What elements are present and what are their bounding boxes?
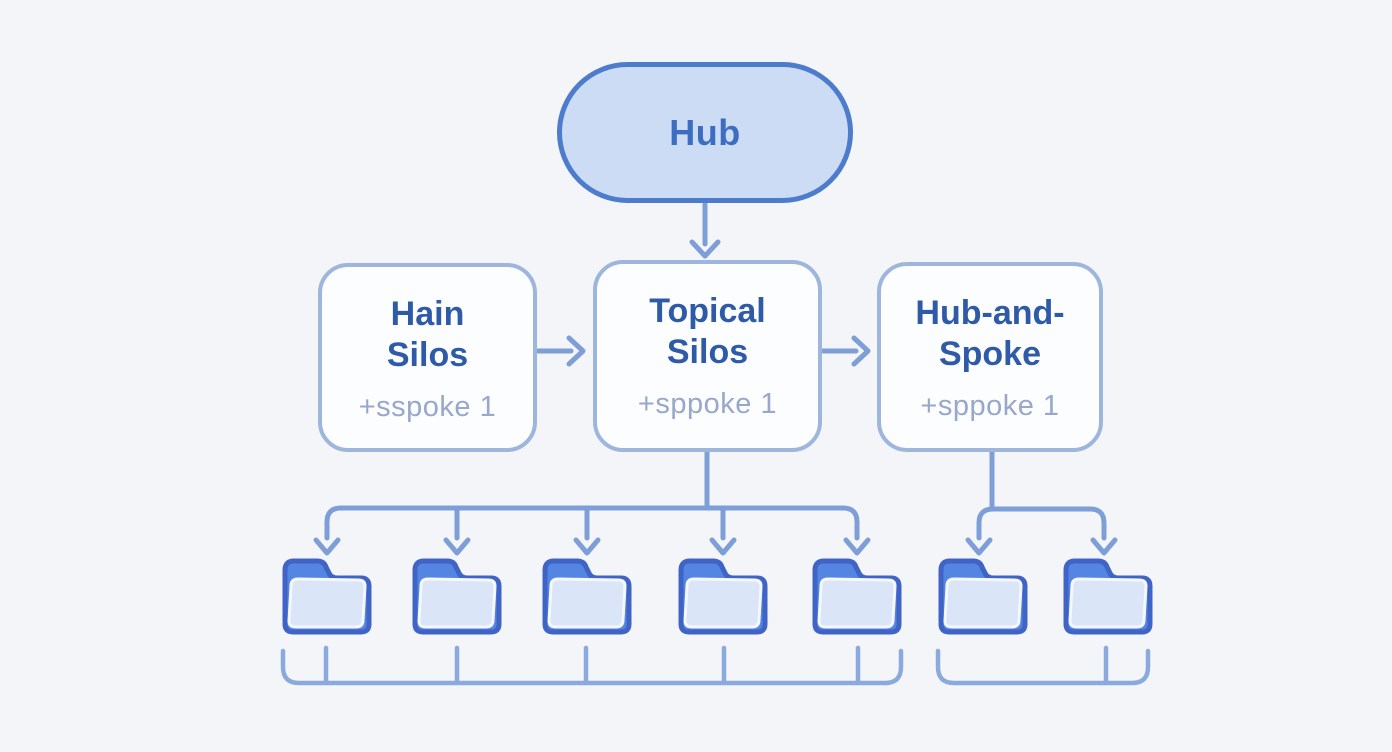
- right-group-bracket: [935, 648, 1151, 686]
- hub-and-spoke-subtitle: +sppoke 1: [920, 390, 1060, 422]
- hain-silos-subtitle: +sspoke 1: [358, 391, 497, 423]
- hub-label: Hub: [669, 111, 741, 153]
- hain-silos-node: Hain Silos +sspoke 1: [318, 263, 537, 452]
- hubspoke-arrowhead-icon: [851, 335, 871, 367]
- topical-silos-node: Topical Silos +sppoke 1: [593, 260, 822, 452]
- hain-silos-title: Hain Silos: [386, 295, 469, 374]
- folder-icon: [674, 553, 772, 635]
- branch-arrowhead-icon: [443, 537, 471, 556]
- folder-icon: [808, 553, 906, 635]
- folder-icon: [538, 553, 636, 635]
- hain-arrowhead-icon: [566, 335, 586, 367]
- branch-arrowhead-icon: [573, 537, 601, 556]
- hub-and-spoke-node: Hub-and- Spoke +sppoke 1: [877, 262, 1103, 452]
- topical-branch-connector: [313, 449, 871, 556]
- folder-icon: [934, 553, 1032, 635]
- branch-arrowhead-icon: [313, 537, 341, 556]
- folder-icon: [278, 553, 376, 635]
- branch-arrowhead-icon: [709, 537, 737, 556]
- hub-and-spoke-title: Hub-and- Spoke: [915, 294, 1065, 373]
- hub-arrowhead-icon: [689, 239, 721, 259]
- hub-node: Hub: [557, 62, 853, 203]
- left-group-bracket: [280, 648, 904, 686]
- hubspoke-branch-connector: [965, 449, 1118, 556]
- folder-icon: [408, 553, 506, 635]
- topical-silos-subtitle: +sppoke 1: [637, 388, 778, 420]
- branch-arrowhead-icon: [965, 537, 993, 556]
- folder-icon: [1059, 553, 1157, 635]
- branch-arrowhead-icon: [843, 537, 871, 556]
- branch-arrowhead-icon: [1090, 537, 1118, 556]
- topical-silos-title: Topical Silos: [649, 292, 766, 371]
